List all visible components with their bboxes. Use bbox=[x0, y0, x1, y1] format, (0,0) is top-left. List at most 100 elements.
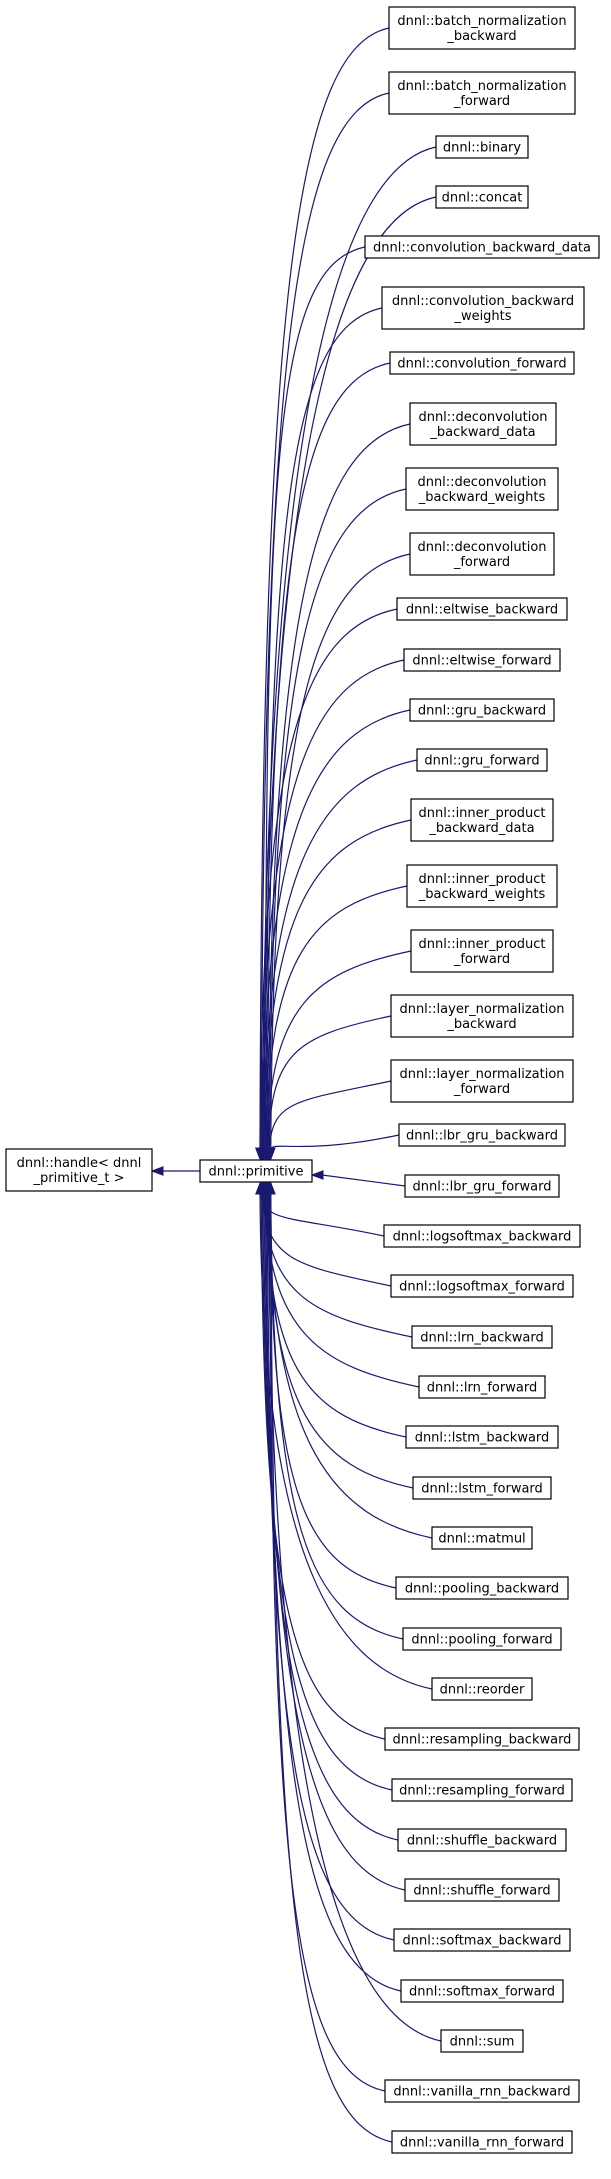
class-label-line: _backward_weights bbox=[418, 887, 546, 902]
class-label-line: dnnl::lstm_backward bbox=[415, 1431, 550, 1446]
class-node-reorder[interactable]: dnnl::reorder bbox=[431, 1677, 533, 1701]
inheritance-edge-vanilla-rnn-forward bbox=[265, 1181, 393, 2143]
class-label-line: dnnl::sum bbox=[450, 2035, 515, 2050]
class-label-line: dnnl::gru_forward bbox=[424, 754, 539, 769]
class-node-convolution-backward-data[interactable]: dnnl::convolution_backward_data bbox=[364, 235, 600, 259]
class-label-line: dnnl::shuffle_forward bbox=[413, 1884, 550, 1899]
inheritance-edge-primitive-to-handle bbox=[150, 1166, 200, 1176]
class-box bbox=[400, 1979, 564, 2003]
class-node-pooling-backward[interactable]: dnnl::pooling_backward bbox=[395, 1576, 569, 1600]
inheritance-edge-vanilla-rnn-backward bbox=[264, 1181, 386, 2092]
class-node-concat[interactable]: dnnl::concat bbox=[435, 185, 529, 209]
class-label-line: dnnl::resampling_forward bbox=[399, 1784, 565, 1799]
inheritance-edge-inner-product-forward bbox=[262, 950, 412, 1161]
class-node-gru-forward[interactable]: dnnl::gru_forward bbox=[416, 748, 548, 772]
class-node-shuffle-forward[interactable]: dnnl::shuffle_forward bbox=[404, 1878, 560, 1902]
class-node-batch-normalization-forward[interactable]: dnnl::batch_normalization_forward bbox=[388, 71, 576, 115]
class-node-handle[interactable]: dnnl::handle< dnnl_primitive_t > bbox=[5, 1148, 153, 1192]
class-label-line: dnnl::softmax_backward bbox=[403, 1934, 562, 1949]
class-box bbox=[199, 1159, 313, 1183]
edge-line bbox=[265, 1192, 395, 1941]
class-label-line: dnnl::shuffle_backward bbox=[407, 1834, 557, 1849]
class-node-lstm-backward[interactable]: dnnl::lstm_backward bbox=[405, 1425, 559, 1449]
class-box bbox=[391, 1778, 573, 1802]
class-node-inner-product-backward-data[interactable]: dnnl::inner_product_backward_data bbox=[410, 798, 554, 842]
edge-arrowhead bbox=[310, 1170, 324, 1180]
edge-arrowhead bbox=[265, 1147, 276, 1161]
class-box bbox=[431, 1677, 533, 1701]
edge-arrowhead bbox=[150, 1166, 164, 1176]
edge-line bbox=[259, 27, 390, 1150]
class-node-resampling-forward[interactable]: dnnl::resampling_forward bbox=[391, 1778, 573, 1802]
inheritance-edge-lstm-backward bbox=[261, 1181, 407, 1438]
class-label-line: dnnl::handle< dnnl bbox=[17, 1156, 142, 1171]
class-node-softmax-backward[interactable]: dnnl::softmax_backward bbox=[393, 1928, 571, 1952]
class-node-resampling-backward[interactable]: dnnl::resampling_backward bbox=[384, 1727, 580, 1751]
class-box bbox=[389, 351, 575, 375]
class-label-line: dnnl::eltwise_forward bbox=[412, 654, 551, 669]
class-node-deconvolution-backward-weights[interactable]: dnnl::deconvolution_backward_weights bbox=[405, 467, 559, 511]
edge-line bbox=[321, 1174, 406, 1187]
class-box bbox=[390, 994, 574, 1038]
class-box bbox=[395, 1576, 569, 1600]
edge-arrowhead bbox=[265, 1181, 276, 1195]
edge-line bbox=[264, 819, 412, 1150]
class-node-lbr-gru-forward[interactable]: dnnl::lbr_gru_forward bbox=[404, 1174, 560, 1198]
class-label-line: _backward_data bbox=[429, 425, 535, 440]
class-node-lrn-backward[interactable]: dnnl::lrn_backward bbox=[411, 1325, 553, 1349]
class-node-lstm-forward[interactable]: dnnl::lstm_forward bbox=[412, 1476, 552, 1500]
inheritance-edge-layer-normalization-forward bbox=[264, 1080, 392, 1161]
class-node-gru-backward[interactable]: dnnl::gru_backward bbox=[409, 698, 555, 722]
edge-line bbox=[260, 1192, 386, 1740]
class-node-lrn-forward[interactable]: dnnl::lrn_forward bbox=[418, 1375, 546, 1399]
class-box bbox=[405, 467, 559, 511]
class-node-vanilla-rnn-forward[interactable]: dnnl::vanilla_rnn_forward bbox=[391, 2130, 573, 2154]
edge-line bbox=[261, 146, 437, 1150]
class-box bbox=[388, 6, 576, 50]
class-label-line: dnnl::logsoftmax_backward bbox=[393, 1230, 572, 1245]
edge-line bbox=[269, 1192, 397, 1589]
class-node-convolution-forward[interactable]: dnnl::convolution_forward bbox=[389, 351, 575, 375]
inheritance-edge-batch-normalization-backward bbox=[255, 27, 390, 1161]
edge-line bbox=[263, 1192, 399, 1841]
class-node-softmax-forward[interactable]: dnnl::softmax_forward bbox=[400, 1979, 564, 2003]
class-label-line: dnnl::batch_normalization bbox=[397, 14, 566, 29]
edge-line bbox=[267, 1192, 442, 2042]
class-node-eltwise-forward[interactable]: dnnl::eltwise_forward bbox=[403, 648, 561, 672]
class-label-line: dnnl::logsoftmax_forward bbox=[399, 1280, 565, 1295]
class-node-primitive[interactable]: dnnl::primitive bbox=[199, 1159, 313, 1183]
class-node-convolution-backward-weights[interactable]: dnnl::convolution_backward_weights bbox=[381, 286, 585, 330]
class-node-layer-normalization-forward[interactable]: dnnl::layer_normalization_forward bbox=[390, 1059, 574, 1103]
nodes-layer: dnnl::handle< dnnl_primitive_t > dnnl::pr… bbox=[5, 6, 600, 2154]
inheritance-edge-deconvolution-backward-weights bbox=[264, 488, 407, 1161]
class-node-shuffle-backward[interactable]: dnnl::shuffle_backward bbox=[397, 1828, 567, 1852]
class-node-matmul[interactable]: dnnl::matmul bbox=[431, 1526, 533, 1550]
class-node-sum[interactable]: dnnl::sum bbox=[440, 2029, 524, 2053]
class-node-layer-normalization-backward[interactable]: dnnl::layer_normalization_backward bbox=[390, 994, 574, 1038]
class-box bbox=[440, 2029, 524, 2053]
class-node-logsoftmax-forward[interactable]: dnnl::logsoftmax_forward bbox=[390, 1274, 574, 1298]
class-box bbox=[388, 71, 576, 115]
class-label-line: dnnl::vanilla_rnn_backward bbox=[393, 2085, 570, 2100]
class-node-pooling-forward[interactable]: dnnl::pooling_forward bbox=[402, 1627, 562, 1651]
class-label-line: dnnl::gru_backward bbox=[418, 704, 546, 719]
class-node-inner-product-forward[interactable]: dnnl::inner_product_forward bbox=[410, 929, 554, 973]
class-node-vanilla-rnn-backward[interactable]: dnnl::vanilla_rnn_backward bbox=[384, 2079, 580, 2103]
class-node-binary[interactable]: dnnl::binary bbox=[435, 135, 529, 159]
class-node-eltwise-backward[interactable]: dnnl::eltwise_backward bbox=[396, 597, 568, 621]
class-node-batch-normalization-backward[interactable]: dnnl::batch_normalization_backward bbox=[388, 6, 576, 50]
class-box bbox=[416, 748, 548, 772]
class-node-inner-product-backward-weights[interactable]: dnnl::inner_product_backward_weights bbox=[406, 864, 558, 908]
class-box bbox=[404, 1878, 560, 1902]
edge-line bbox=[266, 950, 412, 1150]
class-box bbox=[5, 1148, 153, 1192]
class-node-lbr-gru-backward[interactable]: dnnl::lbr_gru_backward bbox=[398, 1123, 566, 1147]
class-node-deconvolution-backward-data[interactable]: dnnl::deconvolution_backward_data bbox=[409, 402, 557, 446]
class-node-deconvolution-forward[interactable]: dnnl::deconvolution_forward bbox=[409, 532, 555, 576]
class-box bbox=[403, 648, 561, 672]
class-box bbox=[391, 2130, 573, 2154]
inheritance-edge-logsoftmax-backward bbox=[256, 1181, 385, 1237]
class-node-logsoftmax-backward[interactable]: dnnl::logsoftmax_backward bbox=[383, 1224, 581, 1248]
class-box bbox=[402, 1627, 562, 1651]
class-box bbox=[431, 1526, 533, 1550]
